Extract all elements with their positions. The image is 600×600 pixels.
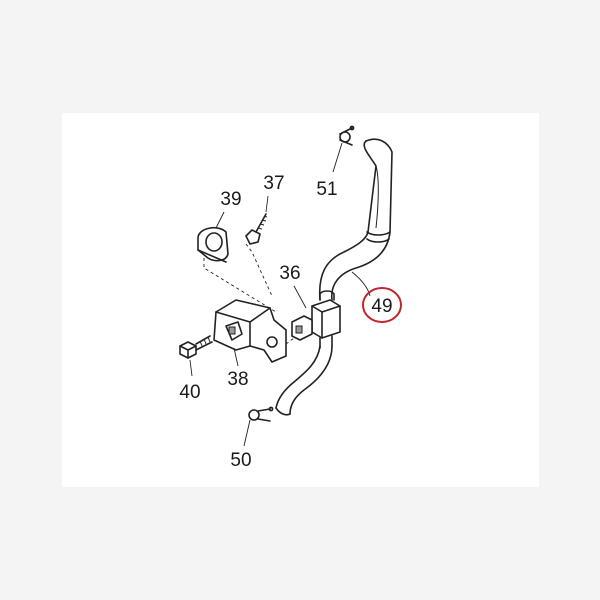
callout-40: 40 [179,382,200,403]
callout-49: 49 [371,296,392,317]
leader-49 [351,271,371,297]
callout-37: 37 [263,173,284,194]
callout-36: 36 [279,263,300,284]
alignment-line-clamp [203,258,277,313]
hose-49-lower[interactable] [275,345,333,416]
leader-36 [293,285,307,309]
valve-fitting-36[interactable] [291,290,341,349]
leader-39 [215,211,225,229]
bolt-40[interactable] [179,335,213,359]
highlight-ring-49 [362,287,402,323]
leader-50 [243,419,251,447]
hose-49[interactable] [318,138,393,301]
callout-51: 51 [316,179,337,200]
p-clamp-39[interactable] [197,226,229,263]
callout-50: 50 [230,450,251,471]
callout-39: 39 [220,189,241,210]
alignment-line-screw [245,243,273,297]
hose-clamp-50[interactable] [248,406,274,422]
callout-38: 38 [227,369,248,390]
leader-38 [233,347,239,367]
bracket-38[interactable] [213,299,295,363]
leader-40 [189,359,193,377]
diagram-panel [62,113,539,487]
screw-37[interactable] [245,213,268,245]
leader-37 [265,195,269,213]
leader-51 [332,142,343,173]
hose-clamp-51[interactable] [339,125,355,146]
